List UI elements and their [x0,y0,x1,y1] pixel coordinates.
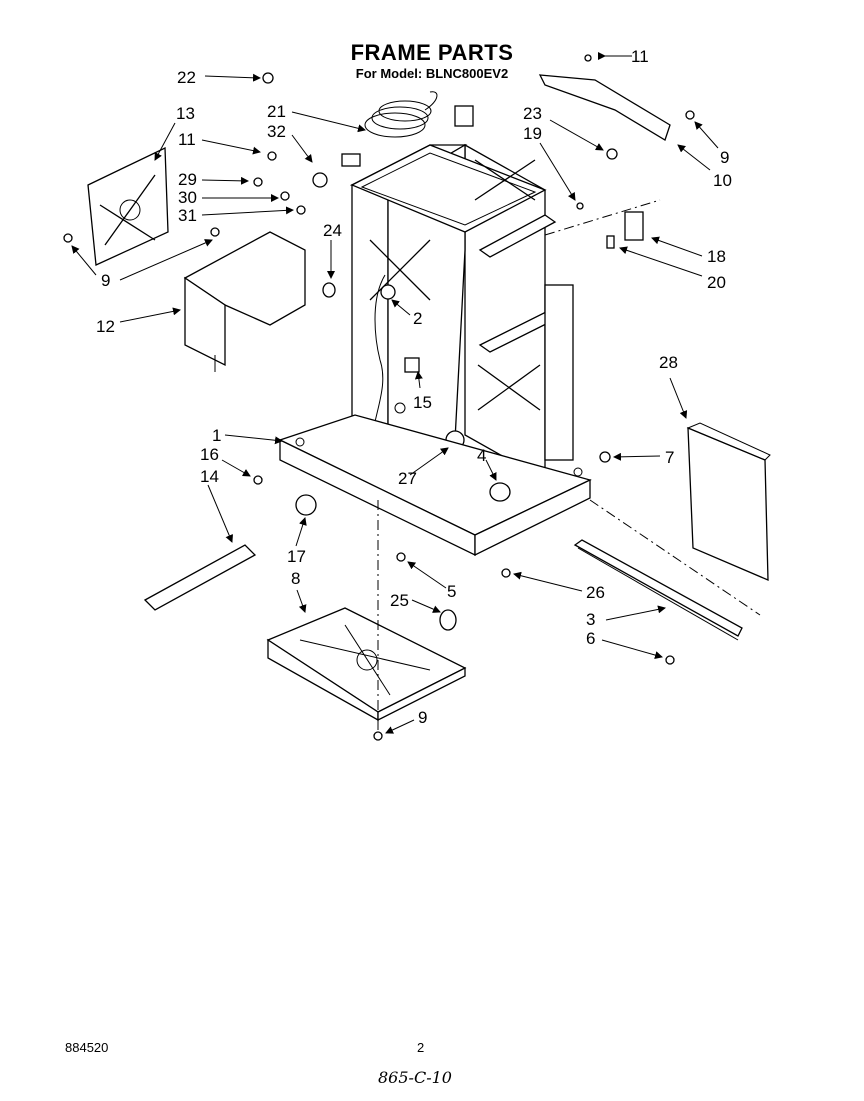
callout-23: 23 [523,104,542,123]
callout-7: 7 [665,448,674,467]
bottom-rail [573,539,743,641]
callout-labels: 22 21 32 11 13 11 29 30 31 24 9 12 23 19… [96,47,732,727]
callout-4: 4 [477,446,486,465]
document-code: 884520 [65,1040,109,1055]
callout-25: 25 [390,591,409,610]
callout-6: 6 [586,629,595,648]
top-right-bracket [538,54,671,141]
callout-11-top: 11 [631,47,649,66]
callout-11-left: 11 [178,130,196,149]
model-subtitle: For Model: BLNC800EV2 [355,66,509,81]
shield-bracket [183,231,306,372]
bottom-tray [266,607,467,722]
callout-21: 21 [267,102,286,121]
insulation-strip [143,544,257,611]
callout-10: 10 [713,171,732,190]
hardware-parts [63,72,695,741]
callout-28: 28 [659,353,678,372]
callout-1: 1 [212,426,221,445]
handwritten-note: 865-C-10 [378,1068,452,1087]
callout-15: 15 [413,393,432,412]
callout-27: 27 [398,469,417,488]
top-left-panel [87,146,169,266]
leader-arrows [71,52,719,734]
callout-13: 13 [176,104,195,123]
callout-2: 2 [413,309,422,328]
page-number: 2 [417,1040,425,1055]
callout-32: 32 [267,122,286,141]
callout-16: 16 [200,445,219,464]
callout-19: 19 [523,124,542,143]
callout-9-bottom: 9 [418,708,427,727]
callout-9-left: 9 [101,271,110,290]
callout-24: 24 [323,221,342,240]
frame-cabinet [278,143,592,557]
power-cord [341,91,474,167]
callout-3: 3 [586,610,595,629]
callout-18: 18 [707,247,726,266]
callout-9-right: 9 [720,148,729,167]
callout-5: 5 [447,582,456,601]
callout-20: 20 [707,273,726,292]
callout-17: 17 [287,547,306,566]
callout-8: 8 [291,569,300,588]
page-title: FRAME PARTS [350,40,514,65]
callout-12: 12 [96,317,115,336]
callout-22: 22 [177,68,196,87]
callout-29: 29 [178,170,197,189]
callout-14: 14 [200,467,219,486]
callout-30: 30 [178,188,197,207]
side-panel [686,422,771,581]
callout-31: 31 [178,206,197,225]
callout-26: 26 [586,583,605,602]
